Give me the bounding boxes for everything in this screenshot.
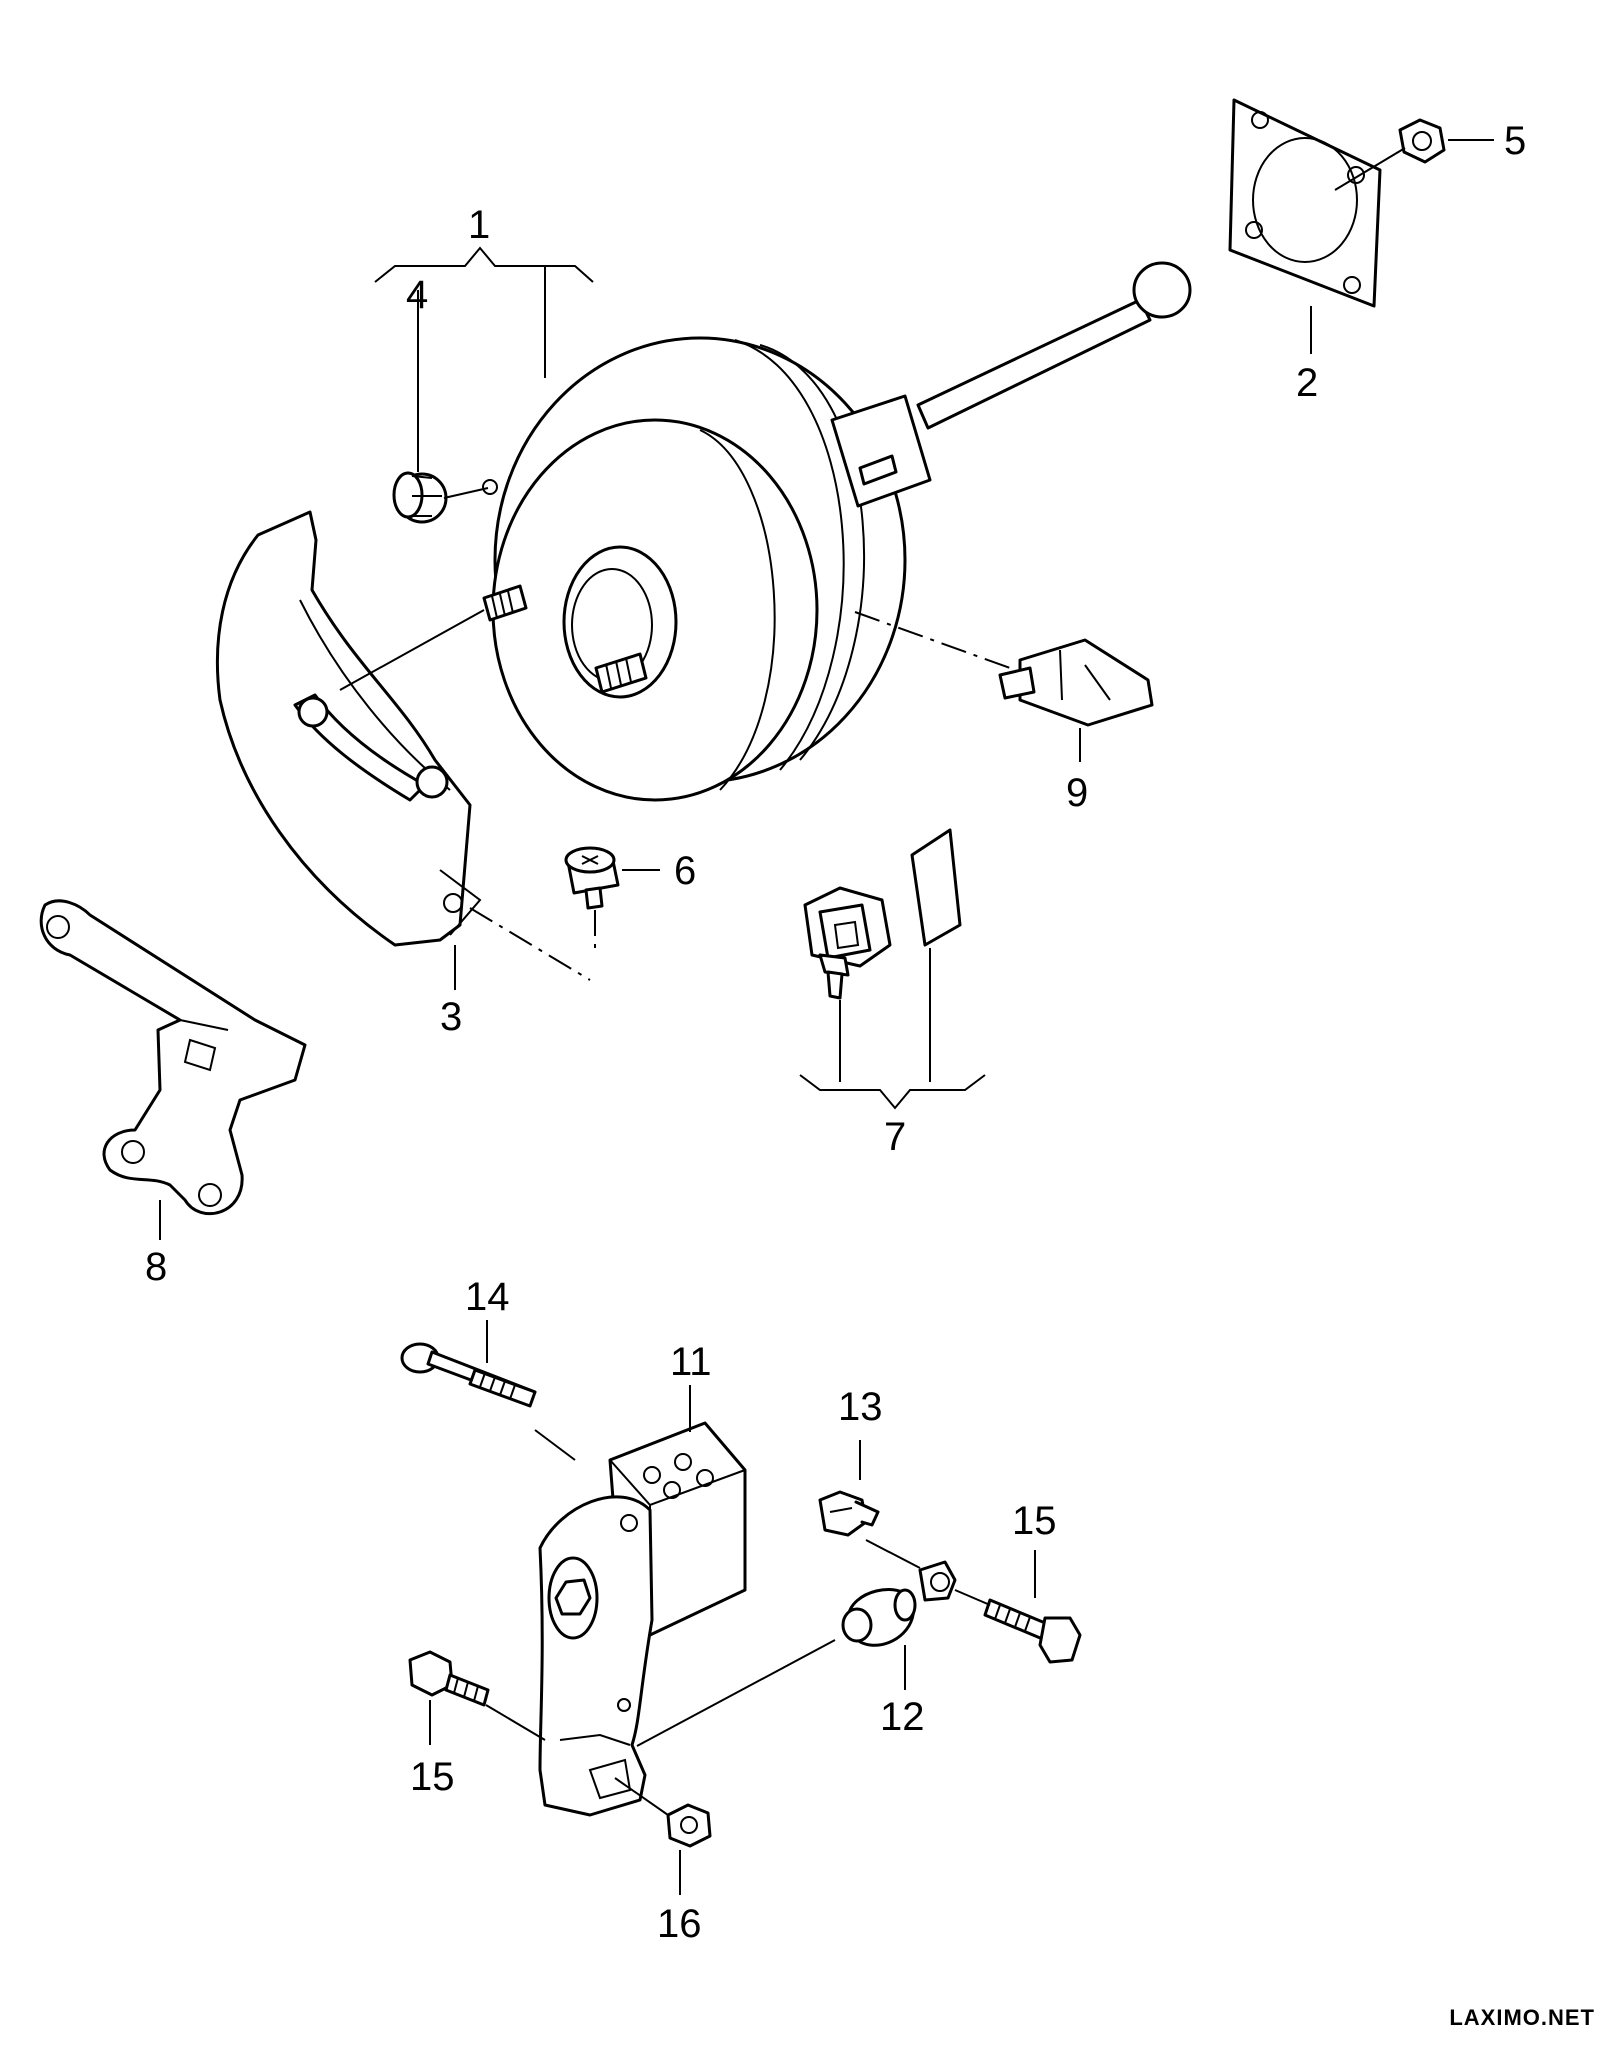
long-bolt[interactable]	[400, 1342, 537, 1408]
callout-16: 16	[657, 1902, 702, 1946]
flange-nut[interactable]	[818, 1490, 880, 1537]
callout-13: 13	[838, 1385, 883, 1429]
retaining-clip[interactable]	[998, 638, 1154, 727]
hex-bolt-right[interactable]	[983, 1598, 1082, 1664]
sensor-bracket-block[interactable]	[538, 1421, 747, 1817]
callout-8: 8	[145, 1245, 167, 1289]
callout-15-left: 15	[410, 1755, 455, 1799]
watermark: LAXIMO.NET	[1449, 2005, 1595, 2030]
screw[interactable]	[564, 846, 620, 910]
sensor-clip[interactable]	[803, 886, 892, 1000]
callout-14: 14	[465, 1275, 510, 1319]
callout-7: 7	[884, 1115, 906, 1159]
callout-12: 12	[880, 1695, 925, 1739]
callout-9: 9	[1066, 771, 1088, 815]
callout-6: 6	[674, 849, 696, 893]
callout-15-right: 15	[1012, 1499, 1057, 1543]
callout-5: 5	[1504, 119, 1526, 163]
callout-1: 1	[468, 203, 490, 247]
mounting-bracket[interactable]	[39, 899, 307, 1216]
callout-4: 4	[406, 273, 428, 317]
callout-3: 3	[440, 995, 462, 1039]
leader-1	[374, 246, 594, 283]
callout-2: 2	[1296, 361, 1318, 405]
hex-nut[interactable]	[1398, 118, 1446, 164]
lock-nut[interactable]	[666, 1803, 712, 1848]
heat-shield[interactable]	[215, 510, 482, 947]
booster-stud	[482, 584, 528, 622]
brake-booster[interactable]	[482, 261, 1192, 802]
hex-bolt-left[interactable]	[408, 1650, 490, 1707]
callout-11: 11	[670, 1340, 712, 1384]
booster-stud	[594, 652, 648, 694]
gasket[interactable]	[1228, 98, 1382, 308]
ball-joint[interactable]	[841, 1560, 957, 1647]
sensor-pad[interactable]	[910, 828, 962, 947]
grommet[interactable]	[392, 471, 448, 524]
